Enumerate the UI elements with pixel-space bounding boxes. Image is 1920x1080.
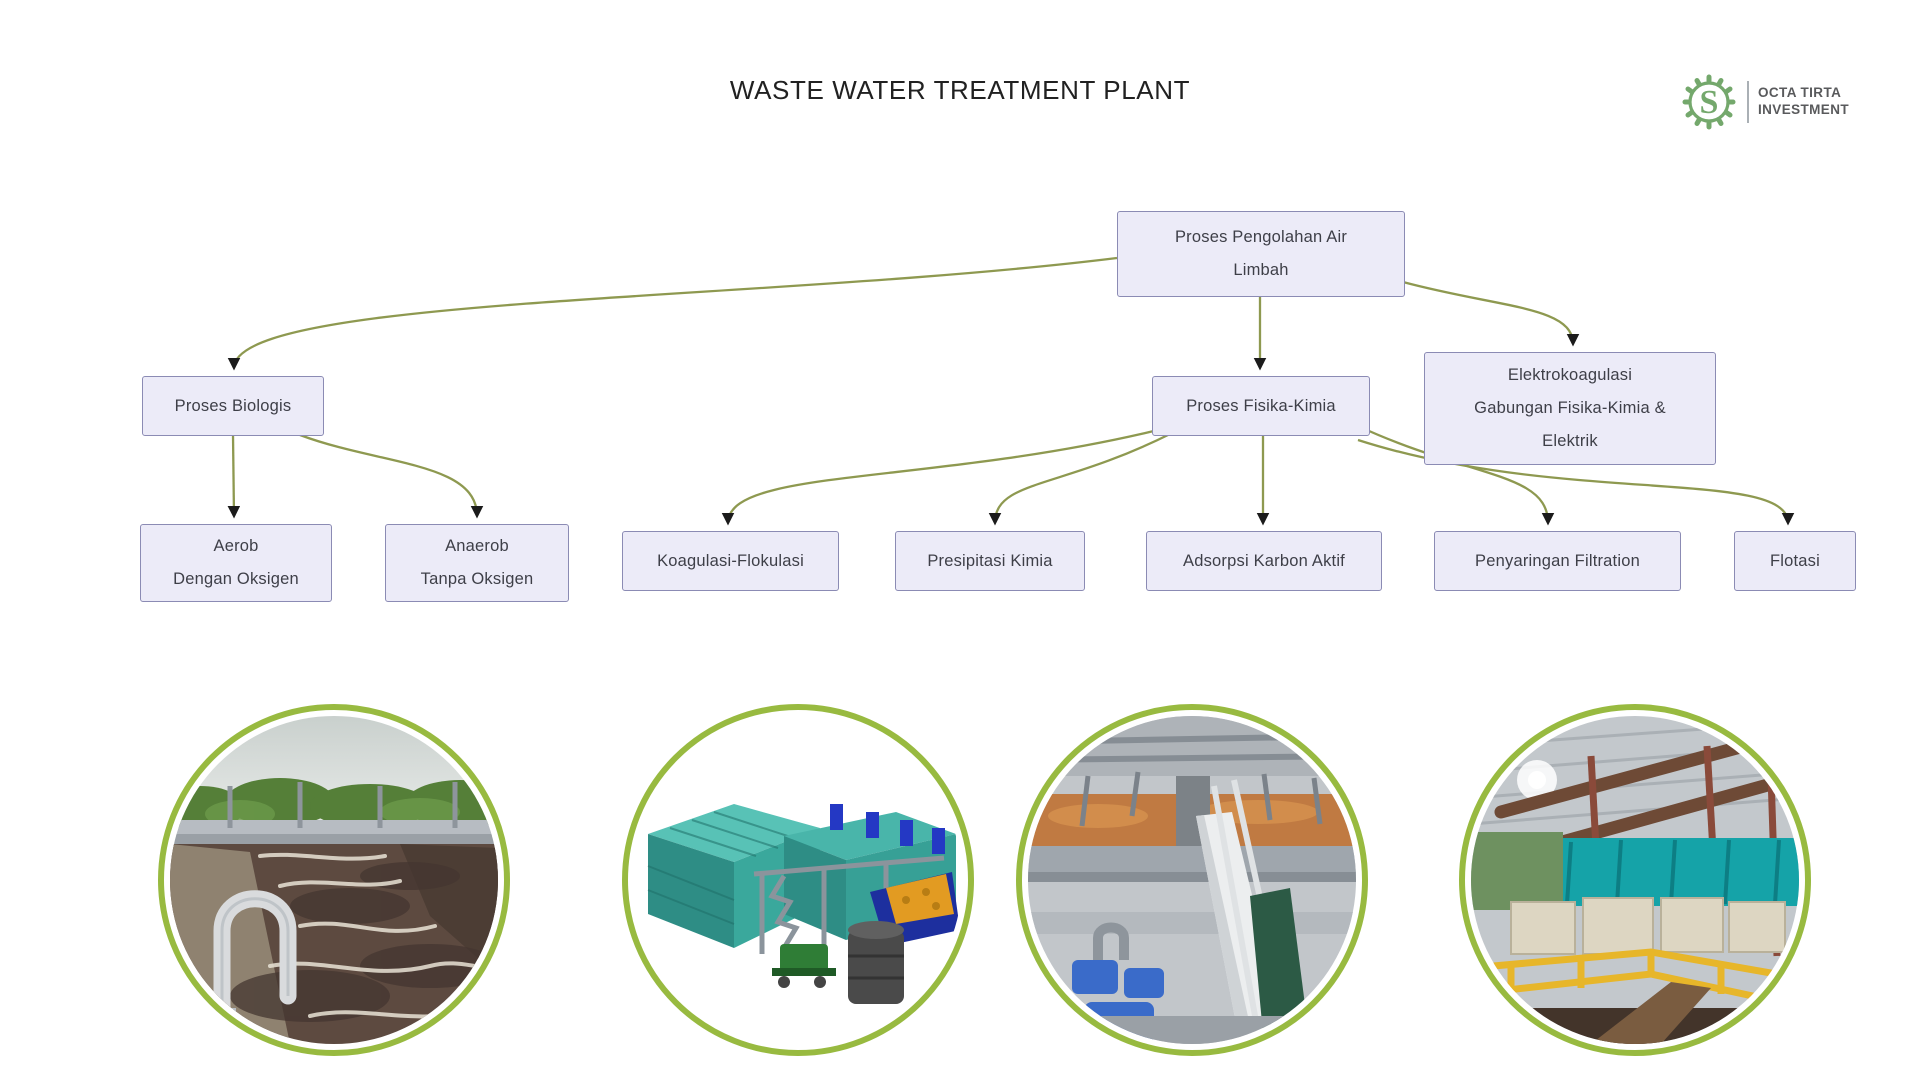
node-flotasi: Flotasi — [1734, 531, 1856, 591]
node-label-line: Adsorpsi Karbon Aktif — [1183, 551, 1345, 570]
company-logo: S OCTA TIRTA INVESTMENT — [1680, 72, 1849, 132]
node-label-line: Proses Pengolahan Air — [1174, 228, 1348, 246]
node-anaerob: Anaerob Tanpa Oksigen — [385, 524, 569, 602]
node-proses-biologis: Proses Biologis — [142, 376, 324, 436]
photo-circle-2 — [622, 704, 974, 1056]
connector-biologis-to-anaerob — [299, 433, 484, 519]
node-aerob: Aerob Dengan Oksigen — [140, 524, 332, 602]
aeration-basin-photo — [170, 716, 498, 1044]
gear-s-icon: S — [1682, 74, 1736, 130]
node-label-line: Anaerob — [445, 537, 509, 555]
logo-company-name-line1: OCTA TIRTA — [1758, 85, 1842, 101]
page-title: WASTE WATER TREATMENT PLANT — [729, 75, 1191, 105]
node-label-line: Proses Fisika-Kimia — [1186, 396, 1336, 415]
logo-divider — [1747, 81, 1749, 123]
node-label-line: Elektrokoagulasi — [1507, 366, 1633, 384]
node-label-line: Tanpa Oksigen — [420, 570, 534, 588]
connector-biologis-to-aerob — [227, 434, 241, 519]
logo-company-name-line2: INVESTMENT — [1758, 102, 1850, 117]
connector-fisika-to-presipitasi — [988, 432, 1171, 526]
photo-circle-3 — [1016, 704, 1368, 1056]
connector-root-to-biologis — [227, 256, 1118, 371]
connector-fisika-to-penyaringan — [1357, 424, 1555, 526]
node-label-line: Koagulasi-Flokulasi — [657, 551, 804, 570]
photo-circle-1 — [158, 704, 510, 1056]
node-label-line: Presipitasi Kimia — [927, 551, 1053, 570]
treatment-plant-3d-render-photo — [634, 716, 962, 1044]
connector-root-to-elektro — [1402, 280, 1580, 347]
node-label-line: Dengan Oksigen — [173, 570, 299, 588]
node-label-line: Penyaringan Filtration — [1475, 551, 1640, 570]
node-adsorpsi-karbon-aktif: Adsorpsi Karbon Aktif — [1146, 531, 1382, 591]
node-label-line: Proses Biologis — [174, 396, 292, 415]
plant-hall-interior-photo — [1471, 716, 1799, 1044]
node-elektrokoagulasi: Elektrokoagulasi Gabungan Fisika-Kimia &… — [1424, 352, 1716, 465]
node-penyaringan-filtration: Penyaringan Filtration — [1434, 531, 1681, 591]
photo-circle-4 — [1459, 704, 1811, 1056]
node-label-line: Aerob — [213, 537, 259, 555]
node-proses-pengolahan-air-limbah: Proses Pengolahan Air Limbah — [1117, 211, 1405, 297]
node-label-line: Gabungan Fisika-Kimia & — [1474, 399, 1666, 417]
node-proses-fisika-kimia: Proses Fisika-Kimia — [1152, 376, 1370, 436]
node-presipitasi-kimia: Presipitasi Kimia — [895, 531, 1085, 591]
node-label-line: Limbah — [1233, 261, 1289, 279]
node-koagulasi-flokulasi: Koagulasi-Flokulasi — [622, 531, 839, 591]
node-label-line: Elektrik — [1542, 432, 1598, 450]
connector-fisika-to-koagulasi — [721, 428, 1159, 526]
node-label-line: Flotasi — [1770, 551, 1820, 570]
gear-letter: S — [1700, 84, 1719, 121]
clarifier-tank-interior-photo — [1028, 716, 1356, 1044]
